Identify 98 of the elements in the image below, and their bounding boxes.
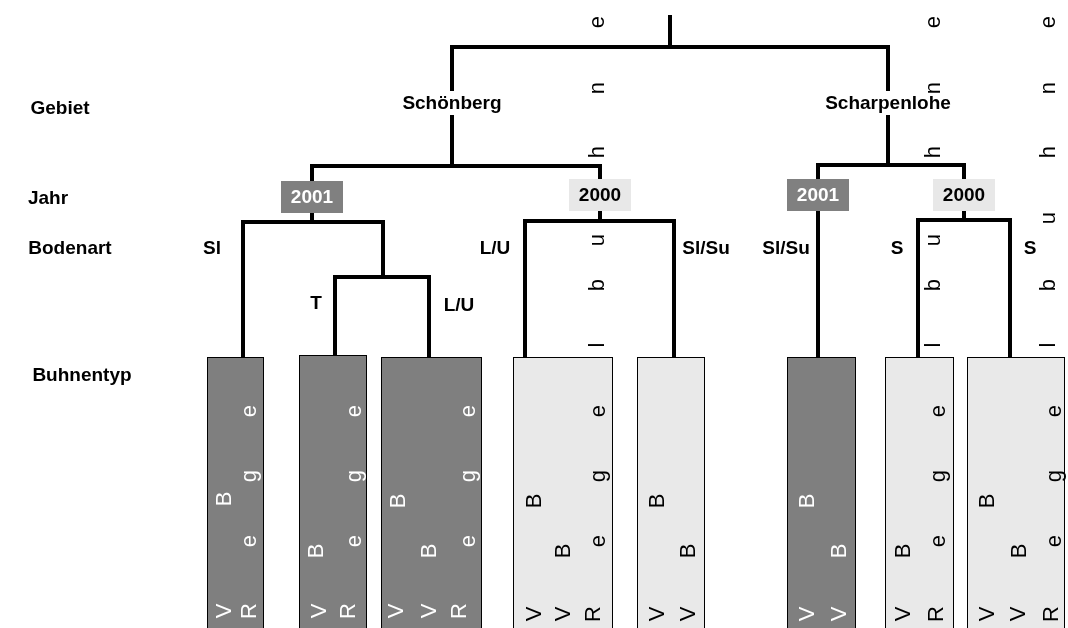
rotated-glyph: B xyxy=(892,543,914,559)
tree-branch-line xyxy=(962,211,1012,357)
region-label: Schönberg xyxy=(397,91,507,115)
rotated-glyph: e xyxy=(343,404,365,418)
row-heading: Bodenart xyxy=(28,235,112,260)
rotated-glyph: B xyxy=(796,493,818,509)
rotated-glyph: u xyxy=(586,233,608,247)
groyne-type-bar xyxy=(513,357,613,628)
rotated-glyph: u xyxy=(922,233,944,247)
rotated-glyph: e xyxy=(1037,15,1059,29)
soil-type-label: T xyxy=(310,290,322,315)
rotated-glyph: g xyxy=(343,469,365,483)
rotated-glyph: e xyxy=(457,534,479,548)
year-tag: 2001 xyxy=(281,181,343,213)
rotated-glyph: R xyxy=(1040,606,1062,622)
rotated-glyph: V xyxy=(1007,606,1029,622)
rotated-glyph: V xyxy=(796,606,818,622)
soil-type-label: S xyxy=(1023,235,1037,260)
rotated-glyph: b xyxy=(922,278,944,292)
row-heading: Jahr xyxy=(27,185,69,210)
year-tag: 2000 xyxy=(569,179,631,211)
rotated-glyph: e xyxy=(587,534,609,548)
rotated-glyph: B xyxy=(646,493,668,509)
rotated-glyph: l xyxy=(586,342,608,348)
groyne-type-bar xyxy=(637,357,705,628)
rotated-glyph: V xyxy=(677,606,699,622)
rotated-glyph: l xyxy=(1037,342,1059,348)
rotated-glyph: B xyxy=(552,543,574,559)
groyne-type-bar xyxy=(967,357,1065,628)
rotated-glyph: V xyxy=(552,606,574,622)
rotated-glyph: R xyxy=(448,603,470,619)
rotated-glyph: e xyxy=(922,15,944,29)
rotated-glyph: h xyxy=(586,145,608,159)
soil-type-label: L/U xyxy=(443,292,475,317)
groyne-type-bar xyxy=(787,357,856,628)
rotated-glyph: V xyxy=(976,606,998,622)
rotated-glyph: e xyxy=(457,404,479,418)
groyne-type-bar xyxy=(299,355,367,628)
rotated-glyph: e xyxy=(343,534,365,548)
rotated-glyph: B xyxy=(213,491,235,507)
rotated-glyph: V xyxy=(418,603,440,619)
rotated-glyph: V xyxy=(385,603,407,619)
rotated-glyph: e xyxy=(238,534,260,548)
rotated-glyph: B xyxy=(1008,543,1030,559)
row-heading: Buhnentyp xyxy=(32,362,132,387)
year-tag: 2001 xyxy=(787,179,849,211)
rotated-glyph: V xyxy=(892,606,914,622)
soil-type-label: Sl/Su xyxy=(762,235,810,260)
tree-branch-line xyxy=(450,115,602,179)
rotated-glyph: B xyxy=(523,493,545,509)
rotated-glyph: B xyxy=(677,543,699,559)
tree-branch-line xyxy=(668,15,890,91)
rotated-glyph: g xyxy=(238,469,260,483)
year-tag: 2000 xyxy=(933,179,995,211)
rotated-glyph: n xyxy=(586,81,608,95)
rotated-glyph: g xyxy=(587,469,609,483)
rotated-glyph: n xyxy=(1037,81,1059,95)
rotated-glyph: e xyxy=(587,404,609,418)
soil-type-label: Sl xyxy=(203,235,221,260)
rotated-glyph: V xyxy=(523,606,545,622)
tree-branch-line xyxy=(310,213,431,357)
rotated-glyph: e xyxy=(927,404,949,418)
soil-type-label: L/U xyxy=(479,235,511,260)
rotated-glyph: B xyxy=(305,543,327,559)
rotated-glyph: V xyxy=(213,603,235,619)
groyne-type-bar xyxy=(885,357,954,628)
rotated-glyph: R xyxy=(925,606,947,622)
rotated-glyph: g xyxy=(927,469,949,483)
rotated-glyph: h xyxy=(1037,145,1059,159)
rotated-glyph: e xyxy=(1043,534,1065,548)
rotated-glyph: g xyxy=(457,469,479,483)
rotated-glyph: n xyxy=(922,81,944,95)
rotated-glyph: R xyxy=(582,606,604,622)
rotated-glyph: B xyxy=(828,543,850,559)
rotated-glyph: V xyxy=(646,606,668,622)
soil-type-label: S xyxy=(890,235,904,260)
rotated-glyph: B xyxy=(387,493,409,509)
rotated-glyph: b xyxy=(586,278,608,292)
rotated-glyph: h xyxy=(922,145,944,159)
rotated-glyph: l xyxy=(922,342,944,348)
rotated-glyph: e xyxy=(586,15,608,29)
rotated-glyph: e xyxy=(927,534,949,548)
groyne-type-bar xyxy=(207,357,264,628)
groyne-type-bar xyxy=(381,357,482,628)
tree-branch-line xyxy=(816,211,820,357)
rotated-glyph: V xyxy=(828,606,850,622)
rotated-glyph: R xyxy=(337,603,359,619)
row-heading: Gebiet xyxy=(30,95,90,120)
rotated-glyph: b xyxy=(1037,278,1059,292)
rotated-glyph: B xyxy=(418,543,440,559)
tree-branch-line xyxy=(598,211,676,357)
rotated-glyph: V xyxy=(308,603,330,619)
rotated-glyph: B xyxy=(976,493,998,509)
rotated-glyph: e xyxy=(238,404,260,418)
soil-type-label: Sl/Su xyxy=(682,235,730,260)
rotated-glyph: u xyxy=(1037,211,1059,225)
rotated-glyph: R xyxy=(238,603,260,619)
rotated-glyph: e xyxy=(1043,404,1065,418)
